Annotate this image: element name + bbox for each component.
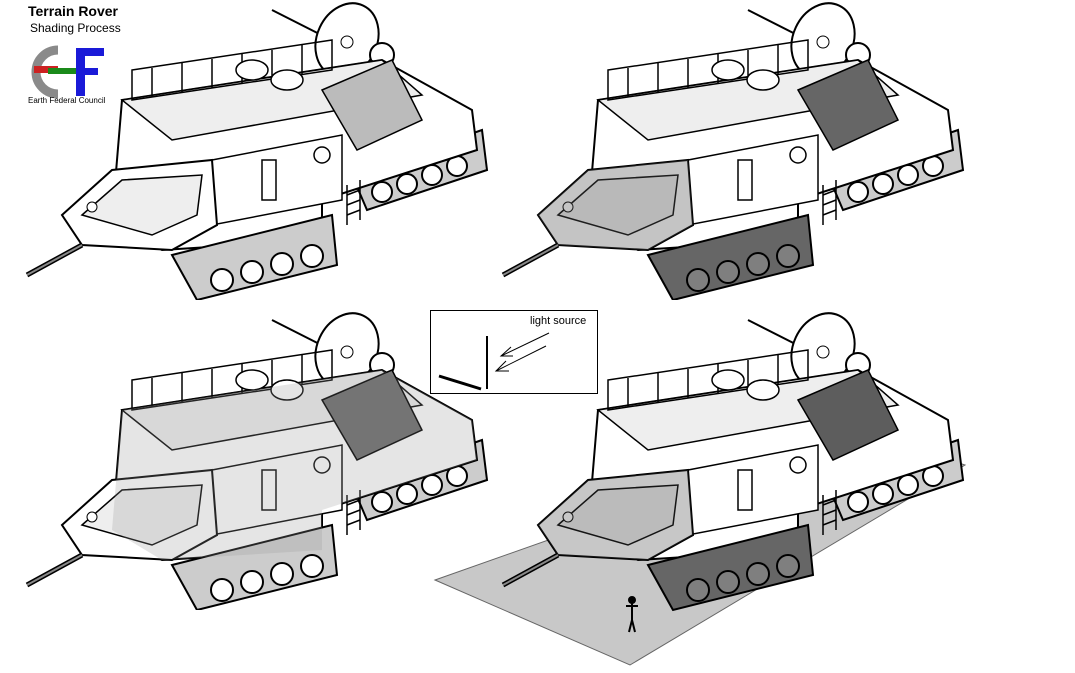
- rover-lineart: [22, 0, 492, 300]
- light-source-label: light source: [530, 315, 587, 327]
- page-subtitle: Shading Process: [30, 21, 121, 35]
- logo-caption: Earth Federal Council: [28, 96, 106, 105]
- light-axes-diagram: [438, 332, 550, 391]
- efc-logo: [31, 45, 104, 99]
- light-source-legend: [430, 310, 598, 394]
- rover-final-with-ground: [433, 310, 967, 666]
- page-title: Terrain Rover: [28, 3, 118, 19]
- human-figure: [626, 596, 638, 633]
- rover-flat-shaded: [498, 0, 968, 300]
- rover-tone-shaded: [22, 310, 492, 610]
